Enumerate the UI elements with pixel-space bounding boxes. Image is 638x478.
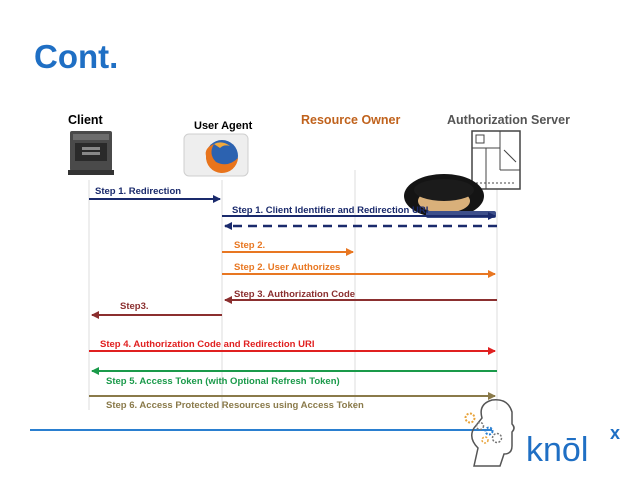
slide-title: Cont.: [34, 38, 119, 75]
user-icon: [404, 174, 496, 218]
firefox-icon: [183, 133, 249, 177]
actor-label-resource-owner: Resource Owner: [301, 113, 401, 127]
server-icon: [68, 131, 114, 175]
step-3-label: Step3.: [120, 301, 149, 312]
step-3-authorization-code-label: Step 3. Authorization Code: [234, 289, 355, 300]
actor-label-user-agent: User Agent: [194, 120, 253, 132]
step-1-client-identifier-label: Step 1. Client Identifier and Redirectio…: [232, 205, 428, 216]
knolx-logo-text: knōl: [526, 431, 588, 469]
step-5-label: Step 5. Access Token (with Optional Refr…: [106, 376, 340, 387]
step-6-label: Step 6. Access Protected Resources using…: [106, 400, 364, 411]
knolx-logo-icon: [464, 399, 515, 467]
building-plan-icon: [471, 130, 521, 190]
actor-label-client: Client: [68, 113, 103, 127]
step-1-redirection-label: Step 1. Redirection: [95, 186, 181, 197]
step-4-label: Step 4. Authorization Code and Redirecti…: [100, 339, 314, 350]
knolx-logo-superscript: x: [610, 423, 620, 443]
step-2-user-authorizes-label: Step 2. User Authorizes: [234, 262, 340, 273]
actor-label-authorization-server: Authorization Server: [447, 113, 570, 127]
step-2-label: Step 2.: [234, 240, 265, 251]
